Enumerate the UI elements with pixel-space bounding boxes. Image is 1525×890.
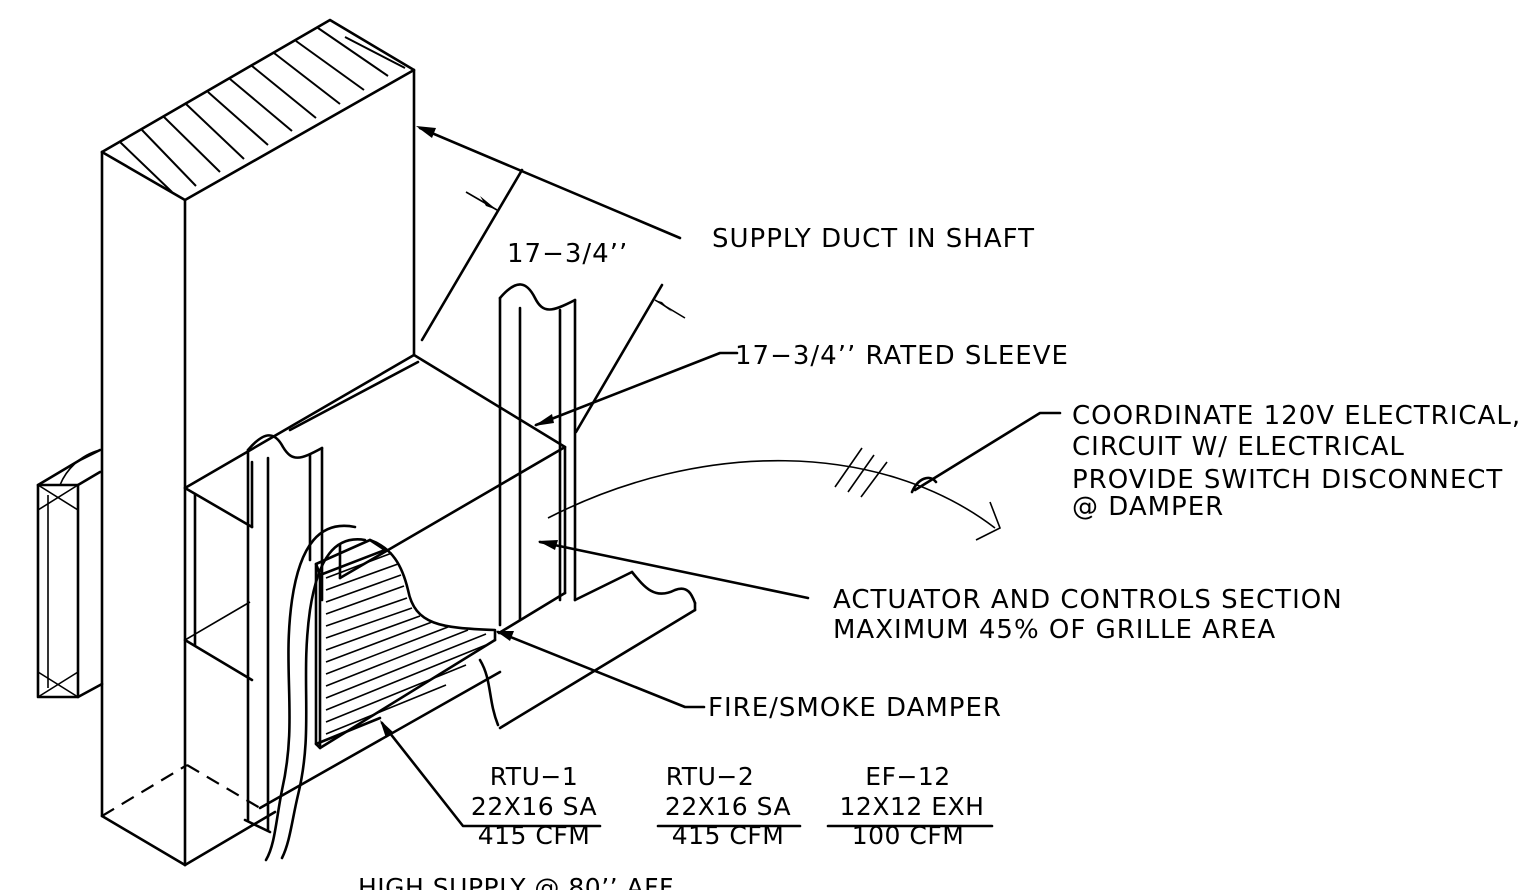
footer-note: HIGH SUPPLY @ 80’’ AFF bbox=[358, 873, 674, 890]
sleeve-dimension bbox=[420, 168, 686, 434]
electrical-note-line-1: COORDINATE 120V ELECTRICAL, bbox=[1072, 401, 1521, 431]
shaft-section-hatch bbox=[119, 27, 406, 193]
actuator-note-line-2: MAXIMUM 45% OF GRILLE AREA bbox=[833, 615, 1276, 645]
wall-side-panel bbox=[36, 448, 104, 699]
wall-stud-back bbox=[498, 283, 577, 627]
dimension-label: 17−3/4’’ bbox=[507, 239, 628, 269]
unit-schedule: RTU−1 22X16 SA 415 CFM RTU−2 22X16 SA 41… bbox=[471, 762, 994, 850]
grille-louvers bbox=[325, 552, 487, 735]
supply-duct-label: SUPPLY DUCT IN SHAFT bbox=[712, 224, 1035, 254]
actuator-note: ACTUATOR AND CONTROLS SECTION MAXIMUM 45… bbox=[833, 585, 1343, 645]
schedule-size-rtu-1: 22X16 SA bbox=[471, 792, 597, 821]
actuator-note-line-1: ACTUATOR AND CONTROLS SECTION bbox=[833, 585, 1343, 615]
electrical-note-line-4: @ DAMPER bbox=[1072, 492, 1224, 522]
rated-sleeve-label: 17−3/4’’ RATED SLEEVE bbox=[735, 341, 1069, 371]
electrical-conduit bbox=[264, 524, 367, 862]
supply-duct-shaft bbox=[100, 18, 416, 867]
electrical-note: COORDINATE 120V ELECTRICAL, CIRCUIT W/ E… bbox=[1072, 401, 1521, 522]
electrical-note-line-2: CIRCUIT W/ ELECTRICAL bbox=[1072, 432, 1405, 462]
schedule-unit-rtu-1: RTU−1 bbox=[490, 762, 578, 791]
schedule-flow-rtu-1: 415 CFM bbox=[478, 821, 591, 850]
schedule-unit-ef-12: EF−12 bbox=[865, 762, 950, 791]
floor-track bbox=[183, 570, 697, 867]
leaders bbox=[380, 126, 1062, 828]
fire-smoke-damper-grille bbox=[314, 538, 497, 750]
schedule-size-rtu-2: 22X16 SA bbox=[665, 792, 791, 821]
electrical-note-line-3: PROVIDE SWITCH DISCONNECT bbox=[1072, 465, 1503, 495]
damper-label: FIRE/SMOKE DAMPER bbox=[708, 693, 1002, 723]
schedule-size-ef-12: 12X12 EXH bbox=[840, 792, 985, 821]
schedule-unit-rtu-2: RTU−2 bbox=[666, 762, 754, 791]
